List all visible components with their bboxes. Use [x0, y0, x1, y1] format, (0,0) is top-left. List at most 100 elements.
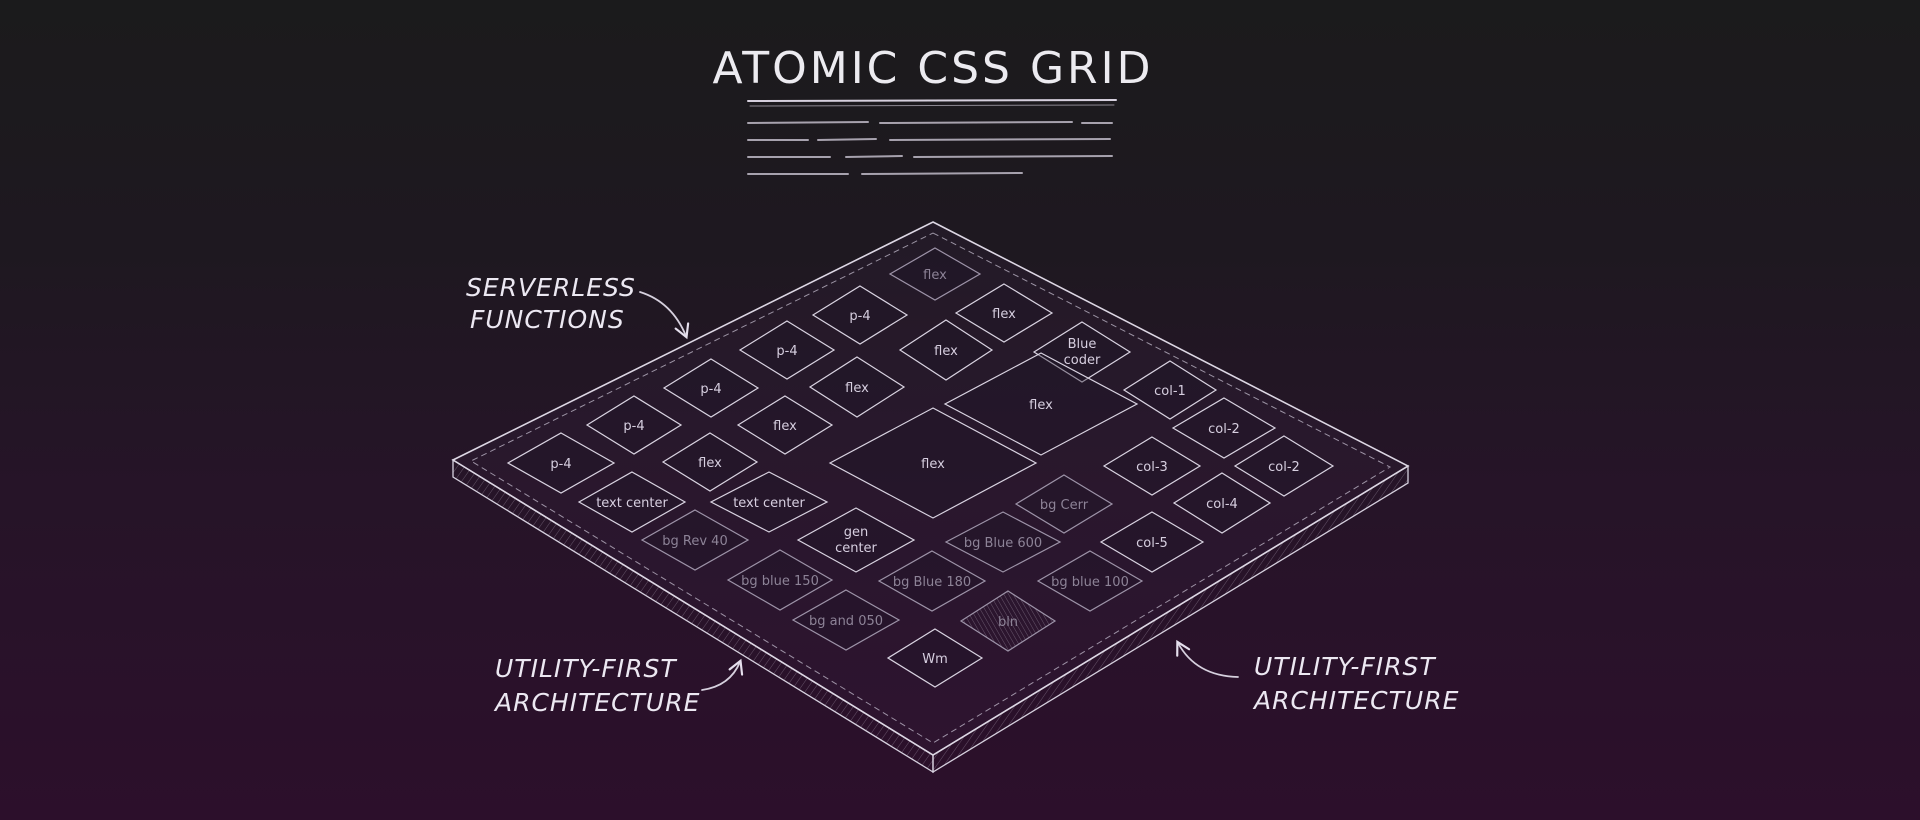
- grid-cell-outline: [943, 352, 1139, 456]
- grid-cell: col-1: [1122, 360, 1218, 420]
- grid-cell-outline: [1099, 511, 1205, 573]
- grid-cell-outline: [506, 432, 616, 494]
- title-underline: [747, 99, 1117, 107]
- grid-cell-label: bg Blue 180: [893, 575, 971, 590]
- grid-cell: flex: [808, 356, 906, 418]
- grid-cell-outline: [1172, 472, 1272, 534]
- placeholder-text-lines: [747, 121, 1113, 175]
- grid-cell-label: col-2: [1208, 422, 1240, 437]
- callout-right-line2: ARCHITECTURE: [1252, 686, 1459, 715]
- grid-cell-label: flex: [773, 419, 797, 434]
- grid-cell: bg Rev 40: [640, 509, 750, 571]
- grid-cell-outline: [736, 395, 834, 455]
- grid-cell-outline: [828, 407, 1038, 519]
- callout-arrow-icon: [1176, 639, 1239, 678]
- grid-cell: bln: [959, 590, 1057, 652]
- grid-cell-outline: [898, 319, 994, 381]
- grid-cell: p-4: [585, 395, 683, 455]
- grid-cell-label: flex: [845, 381, 869, 396]
- grid-cell-label: bg Rev 40: [662, 534, 727, 549]
- grid-cell: flex: [828, 407, 1038, 519]
- grid-cell-label: col-5: [1136, 536, 1168, 551]
- grid-cell-outline: [886, 628, 984, 688]
- grid-cell-label: p-4: [776, 344, 797, 359]
- grid-cell-label: bg blue 100: [1051, 575, 1129, 590]
- callout-left-line2: ARCHITECTURE: [493, 688, 700, 717]
- grid-cell-outline: [1233, 435, 1335, 497]
- grid-cell-label: p-4: [700, 382, 721, 397]
- callout-utility-first-right: UTILITY-FIRST ARCHITECTURE: [1176, 639, 1459, 715]
- grid-cell-outline: [808, 356, 906, 418]
- grid-cell: text center: [577, 471, 687, 533]
- grid-cell-outline: [661, 432, 759, 492]
- callout-arrow-icon: [639, 291, 690, 340]
- grid-cell: p-4: [506, 432, 616, 494]
- grid-cell: p-4: [811, 285, 909, 345]
- grid-cell-outline: [888, 247, 982, 301]
- callout-arrow-icon: [701, 658, 744, 691]
- grid-cell: flex: [736, 395, 834, 455]
- grid-cell-label: col-2: [1268, 460, 1300, 475]
- grid-cell-label: bg and 050: [809, 614, 883, 629]
- grid-cell-label: text center: [733, 496, 805, 511]
- grid-cell: flex: [661, 432, 759, 492]
- diagram-title: ATOMIC CSS GRID: [713, 43, 1154, 94]
- grid-cell-label: p-4: [550, 457, 571, 472]
- callout-serverless-line1: SERVERLESS: [466, 273, 636, 302]
- grid-cell-outline: [585, 395, 683, 455]
- grid-cell-outline: [877, 550, 987, 612]
- grid-cell-label: gen: [844, 525, 869, 540]
- grid-cell: col-5: [1099, 511, 1205, 573]
- grid-cell-outline: [1032, 321, 1132, 383]
- slab-inner-border: [469, 232, 1392, 744]
- slab-top-face: [451, 221, 1410, 756]
- callout-serverless-line2: FUNCTIONS: [470, 305, 625, 334]
- grid-cell-label: flex: [921, 457, 945, 472]
- grid-cell-outline: [1122, 360, 1218, 420]
- grid-cell-label: Wm: [922, 652, 948, 667]
- grid-cell: col-4: [1172, 472, 1272, 534]
- grid-cell-label: coder: [1064, 353, 1101, 368]
- grid-cell: bg and 050: [791, 589, 901, 651]
- grid-cell-label: bg Blue 600: [964, 536, 1042, 551]
- grid-cell-outline: [1036, 550, 1144, 612]
- grid-cell: flex: [954, 283, 1054, 343]
- grid-cell-label: col-3: [1136, 460, 1168, 475]
- grid-cell-outline: [811, 285, 909, 345]
- grid-cell: flex: [943, 352, 1139, 456]
- grid-cell-outline: [662, 358, 760, 418]
- grid-cell-label: col-4: [1206, 497, 1238, 512]
- grid-cell: p-4: [662, 358, 760, 418]
- grid-cell: text center: [709, 471, 829, 533]
- grid-cell-outline: [944, 511, 1062, 573]
- grid-cell: bg blue 100: [1036, 550, 1144, 612]
- grid-cell: flex: [888, 247, 982, 301]
- callout-left-line1: UTILITY-FIRST: [495, 654, 677, 683]
- grid-cell: col-2: [1233, 435, 1335, 497]
- grid-cell-label: flex: [992, 307, 1016, 322]
- grid-cell: col-2: [1171, 397, 1277, 459]
- grid-cell-label: center: [835, 541, 877, 556]
- grid-cell-outline: [738, 320, 836, 380]
- grid-cell-label: p-4: [849, 309, 870, 324]
- grid-cell-label: flex: [923, 268, 947, 283]
- grid-cell-label: bg Cerr: [1040, 498, 1089, 513]
- grid-cell-label: flex: [698, 456, 722, 471]
- callout-utility-first-left: UTILITY-FIRST ARCHITECTURE: [493, 654, 744, 717]
- grid-cell: p-4: [738, 320, 836, 380]
- grid-cell-outline: [959, 590, 1057, 652]
- grid-cell-label: bln: [998, 615, 1018, 630]
- grid-cell-label: flex: [1029, 398, 1053, 413]
- grid-cell: bg Blue 600: [944, 511, 1062, 573]
- grid-cell-label: flex: [934, 344, 958, 359]
- grid-slab: [451, 221, 1410, 774]
- grid-cell-label: col-1: [1154, 384, 1186, 399]
- grid-cell: flex: [898, 319, 994, 381]
- grid-cell-outline: [1014, 474, 1114, 534]
- grid-cell-outline: [1102, 436, 1202, 496]
- grid-cell: Wm: [886, 628, 984, 688]
